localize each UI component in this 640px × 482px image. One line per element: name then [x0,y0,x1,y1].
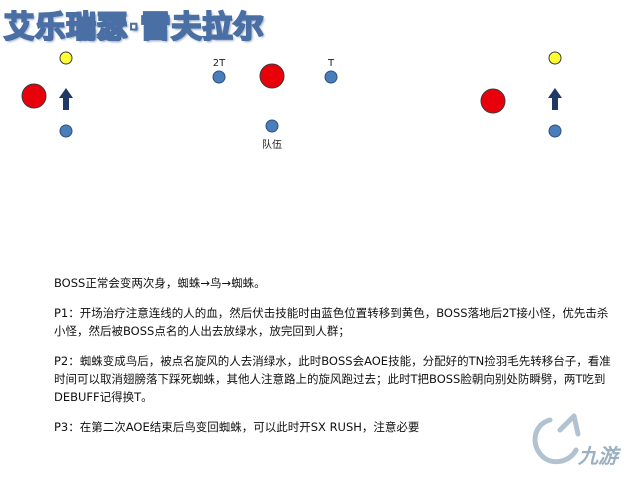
page-title: 艾乐瑞瑟·雷夫拉尔 [3,9,265,46]
tank-marker-t [324,70,338,84]
yellow-marker-left [59,51,73,65]
note-intro: BOSS正常会变两次身，蜘蛛→鸟→蜘蛛。 [54,276,266,290]
party-label: 队伍 [262,138,282,151]
jiuyou-logo-icon [532,413,581,465]
player-marker-right [548,124,562,138]
note-phase-2: P2：蜘蛛变成鸟后，被点名旋风的人去消绿水，此时BOSS会AOE技能，分配好的T… [54,354,611,404]
boss-marker-left [21,83,47,109]
tank-marker-2t [212,70,226,84]
yellow-marker-right [548,51,562,65]
note-phase-1: P1：开场治疗注意连线的人的血，然后伏击技能时由蓝色位置转移到黄色，BOSS落地… [54,306,609,338]
tank-label-2t: 2T [213,58,226,69]
position-diagram: 2T T 队伍 [21,51,562,151]
note-phase-3: P3：在第二次AOE结束后鸟变回蜘蛛，可以此时开SX RUSH，注意必要 [54,420,420,434]
boss-marker-center [259,63,285,89]
up-arrow-icon-right [548,88,562,110]
boss-marker-right [480,88,506,114]
party-marker [265,119,279,133]
tank-label-t: T [327,58,335,69]
watermark-text: 九游 [578,444,618,468]
up-arrow-icon-left [59,88,73,110]
player-marker-left [59,124,73,138]
strategy-notes: BOSS正常会变两次身，蜘蛛→鸟→蜘蛛。 P1：开场治疗注意连线的人的血，然后伏… [54,274,614,448]
